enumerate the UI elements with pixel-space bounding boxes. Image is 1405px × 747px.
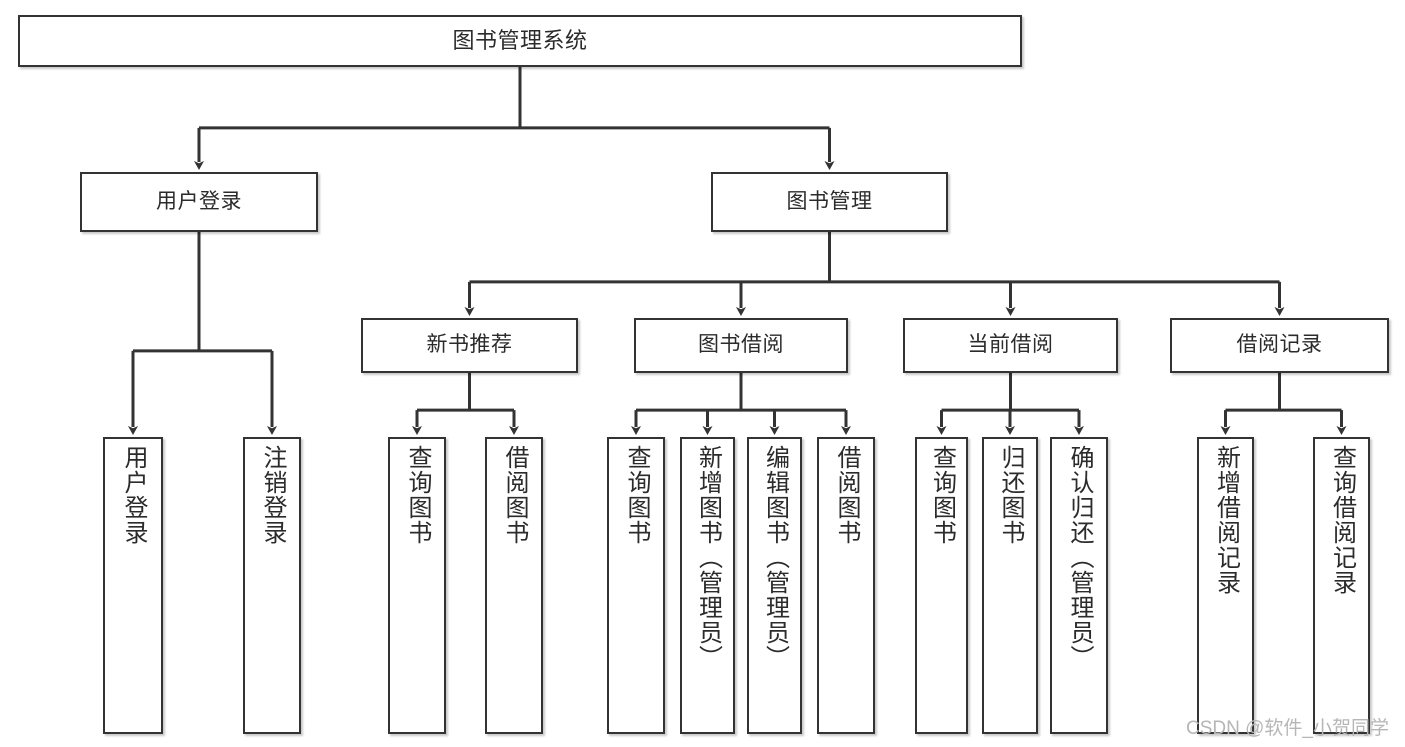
node-l9[interactable]: 查询图书 (915, 437, 968, 734)
node-root[interactable]: 图书管理系统 (18, 15, 1022, 67)
node-l12[interactable]: 新增借阅记录 (1197, 437, 1254, 734)
node-label: 图书借阅 (698, 333, 784, 357)
node-label: 归还图书 (997, 445, 1024, 545)
node-label: 查询图书 (623, 445, 650, 545)
node-l11[interactable]: 确认归还（管理员） (1050, 437, 1108, 734)
node-label: 查询图书 (404, 445, 431, 545)
csdn-watermark: CSDN @软件_小贺同学 (1186, 718, 1389, 739)
node-l8[interactable]: 借阅图书 (817, 437, 875, 734)
node-n-login[interactable]: 用户登录 (80, 172, 318, 232)
node-label: 确认归还（管理员） (1066, 445, 1093, 670)
node-label: 借阅图书 (501, 445, 528, 545)
node-label: 新增图书（管理员） (694, 445, 722, 670)
node-l6[interactable]: 新增图书（管理员） (680, 437, 735, 734)
node-label: 用户登录 (156, 189, 242, 213)
node-l7[interactable]: 编辑图书（管理员） (747, 437, 802, 734)
node-label: 编辑图书（管理员） (761, 445, 789, 670)
node-n-history[interactable]: 借阅记录 (1170, 318, 1389, 373)
node-l5[interactable]: 查询图书 (607, 437, 665, 734)
node-n-current[interactable]: 当前借阅 (903, 318, 1118, 373)
node-label: 注销登录 (259, 445, 286, 545)
node-label: 新书推荐 (426, 333, 513, 357)
node-label: 借阅图书 (833, 445, 860, 545)
node-n-bookmgr[interactable]: 图书管理 (711, 172, 948, 232)
node-label: 新增借阅记录 (1212, 445, 1240, 595)
node-l1[interactable]: 用户登录 (103, 437, 163, 734)
node-label: 图书管理 (786, 189, 873, 213)
node-l4[interactable]: 借阅图书 (485, 437, 543, 734)
node-label: 查询借阅记录 (1328, 445, 1356, 595)
node-label: 图书管理系统 (452, 28, 588, 54)
node-label: 查询图书 (928, 445, 956, 545)
node-n-newrec[interactable]: 新书推荐 (361, 318, 578, 373)
node-n-borrow[interactable]: 图书借阅 (634, 318, 848, 373)
node-label: 借阅记录 (1236, 333, 1323, 357)
node-label: 当前借阅 (967, 333, 1054, 357)
node-l2[interactable]: 注销登录 (243, 437, 301, 734)
node-l13[interactable]: 查询借阅记录 (1313, 437, 1370, 734)
node-label: 用户登录 (120, 445, 147, 545)
node-l10[interactable]: 归还图书 (982, 437, 1038, 734)
node-l3[interactable]: 查询图书 (388, 437, 446, 734)
